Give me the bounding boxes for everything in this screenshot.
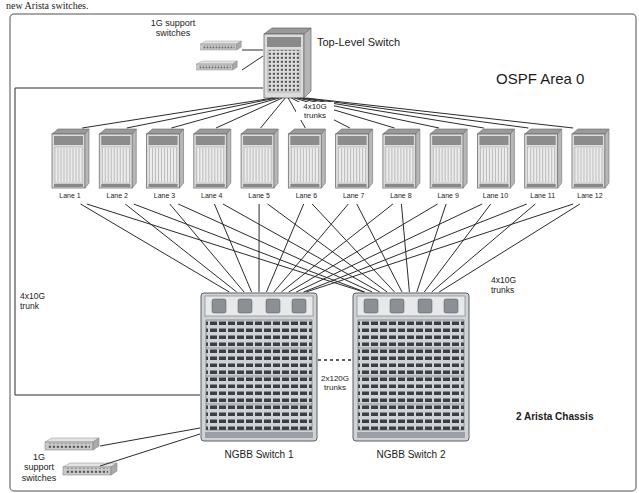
top-level-switch: Top-Level Switch xyxy=(263,28,311,98)
support-switch-icon xyxy=(45,438,99,450)
lane-chassis xyxy=(336,129,373,188)
lane-switch: Lane 8 xyxy=(380,128,422,204)
lane-switch: Lane 5 xyxy=(238,128,280,204)
trunk-line xyxy=(424,204,490,292)
lane-switch: Lane 6 xyxy=(285,128,327,204)
trunk-line xyxy=(357,204,402,292)
trunk-line xyxy=(303,98,528,128)
node-label: NGBB Switch 1 xyxy=(194,449,324,461)
lane-switch: Lane 7 xyxy=(333,128,375,204)
lane-chassis xyxy=(194,129,231,188)
lane-chassis xyxy=(52,129,89,188)
lane-chassis xyxy=(241,129,278,188)
trunk-label: 4x10G trunks xyxy=(490,276,536,296)
lane-chassis xyxy=(525,129,562,188)
trunk-line xyxy=(318,359,352,361)
node-label: Lane 4 xyxy=(181,192,243,200)
trunk-line xyxy=(82,98,273,128)
trunk-line xyxy=(306,98,573,128)
support-switch-icon xyxy=(201,41,242,50)
trunk-line xyxy=(87,204,364,292)
node-label: Lane 9 xyxy=(417,192,479,200)
lane-switch: Lane 4 xyxy=(191,128,233,204)
lane-switch: Lane 1 xyxy=(49,128,91,204)
trunk-line xyxy=(134,204,365,292)
lane-chassis xyxy=(147,129,184,188)
trunk-line xyxy=(401,204,409,292)
frame xyxy=(10,14,636,491)
caption-fragment: new Arista switches. xyxy=(6,0,206,12)
node-label: Lane 12 xyxy=(559,192,621,200)
lane-chassis xyxy=(430,129,467,188)
trunk-line xyxy=(242,50,263,70)
node-label: 1G support switches xyxy=(150,18,196,39)
node-label: NGBB Switch 2 xyxy=(346,449,476,461)
support-switch-icon xyxy=(63,463,117,475)
lane-switch: Lane 2 xyxy=(96,128,138,204)
trunk-line xyxy=(296,204,482,292)
lane-chassis xyxy=(477,129,514,188)
trunk-line xyxy=(223,204,380,292)
trunk-line xyxy=(261,98,286,128)
node-label: 1G support switches xyxy=(18,452,60,483)
ngbb-chassis xyxy=(201,293,317,441)
ngbb-switch: NGBB Switch 1 xyxy=(200,292,318,442)
node-label: Lane 10 xyxy=(464,192,526,200)
node-label: Lane 1 xyxy=(39,192,101,200)
lane-chassis xyxy=(99,129,136,188)
trunk-line xyxy=(259,204,260,292)
trunk-line xyxy=(312,204,394,292)
node-label: Lane 2 xyxy=(86,192,148,200)
node-label: Lane 6 xyxy=(275,192,337,200)
trunk-label: 4x10G trunks xyxy=(296,102,334,120)
node-label: Lane 7 xyxy=(323,192,385,200)
lane-switch: Lane 11 xyxy=(522,128,564,204)
lane-switch: Lane 10 xyxy=(474,128,516,204)
node-label: Lane 5 xyxy=(228,192,290,200)
top-switch-illustration xyxy=(264,28,311,98)
node-label: Lane 3 xyxy=(134,192,196,200)
trunk-line xyxy=(178,204,372,292)
trunk-label: 4x10G trunk xyxy=(20,292,64,312)
trunk-label: 2x120G trunks xyxy=(318,374,352,392)
node-label: Lane 11 xyxy=(512,192,574,200)
lane-chassis xyxy=(383,129,420,188)
support-switch-icon xyxy=(197,61,238,70)
trunk-line xyxy=(15,88,263,395)
area-label: OSPF Area 0 xyxy=(496,70,626,87)
trunk-line xyxy=(100,428,200,466)
lane-switch: Lane 3 xyxy=(144,128,186,204)
trunk-line xyxy=(127,98,276,128)
trunk-line xyxy=(417,204,446,292)
lane-chassis xyxy=(572,129,609,188)
trunk-line xyxy=(268,204,388,292)
support-switch-group: 1G support switches xyxy=(18,434,60,490)
trunk-line xyxy=(291,98,350,128)
node-label: Lane 8 xyxy=(370,192,432,200)
lane-switch: Lane 12 xyxy=(569,128,611,204)
lane-switch: Lane 9 xyxy=(427,128,469,204)
support-switch-group: 1G support switches xyxy=(150,12,196,78)
ngbb-switch: NGBB Switch 2 xyxy=(352,292,470,442)
node-label: Top-Level Switch xyxy=(317,36,447,49)
lane-chassis xyxy=(288,129,325,188)
ngbb-chassis xyxy=(353,293,469,441)
chassis-label: 2 Arista Chassis xyxy=(516,411,626,423)
